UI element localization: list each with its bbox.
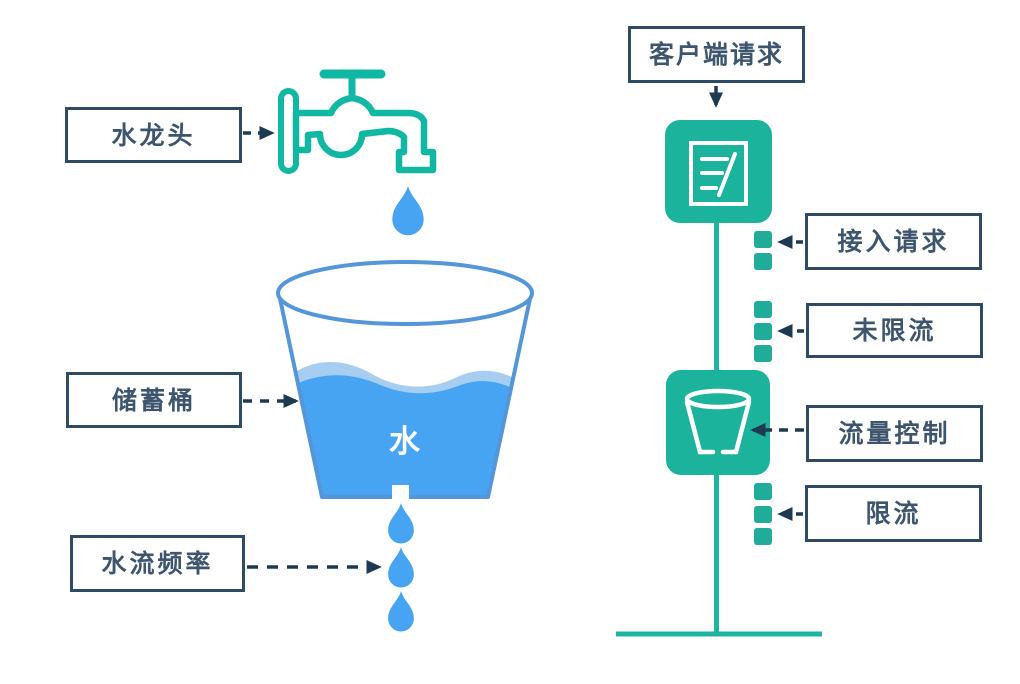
limited-label: 限流 [805,485,982,542]
access-request-label: 接入请求 [805,213,982,270]
storage-bucket-icon [276,260,534,500]
dash-squares-access-request [754,231,772,270]
water-label: 水 [389,424,420,460]
dash-squares-limited [754,483,772,545]
faucet-icon [278,69,437,174]
document-edit-icon [689,141,748,206]
faucet-label: 水龙头 [65,107,242,163]
dash-squares-not-limited [754,301,772,362]
request-document-node [665,120,772,223]
flow-control-label: 流量控制 [806,405,983,462]
leak-drops [388,503,414,632]
water-drop-icon [388,547,414,588]
rate-limit-bucket-node [666,370,770,475]
bucket-label: 储蓄桶 [66,372,242,428]
not-limited-label: 未限流 [806,303,983,358]
water-drop-icon [388,591,414,632]
water-drop-icon [388,503,414,544]
bucket-rim [276,260,534,326]
water-drop-icon [392,186,424,236]
bucket-icon [684,388,752,455]
water-fill [292,375,518,498]
client-request-label: 客户端请求 [628,26,805,83]
dashed-connectors [243,126,804,574]
flow-rate-label: 水流频率 [70,535,245,592]
bucket-outlet-notch [392,485,409,500]
